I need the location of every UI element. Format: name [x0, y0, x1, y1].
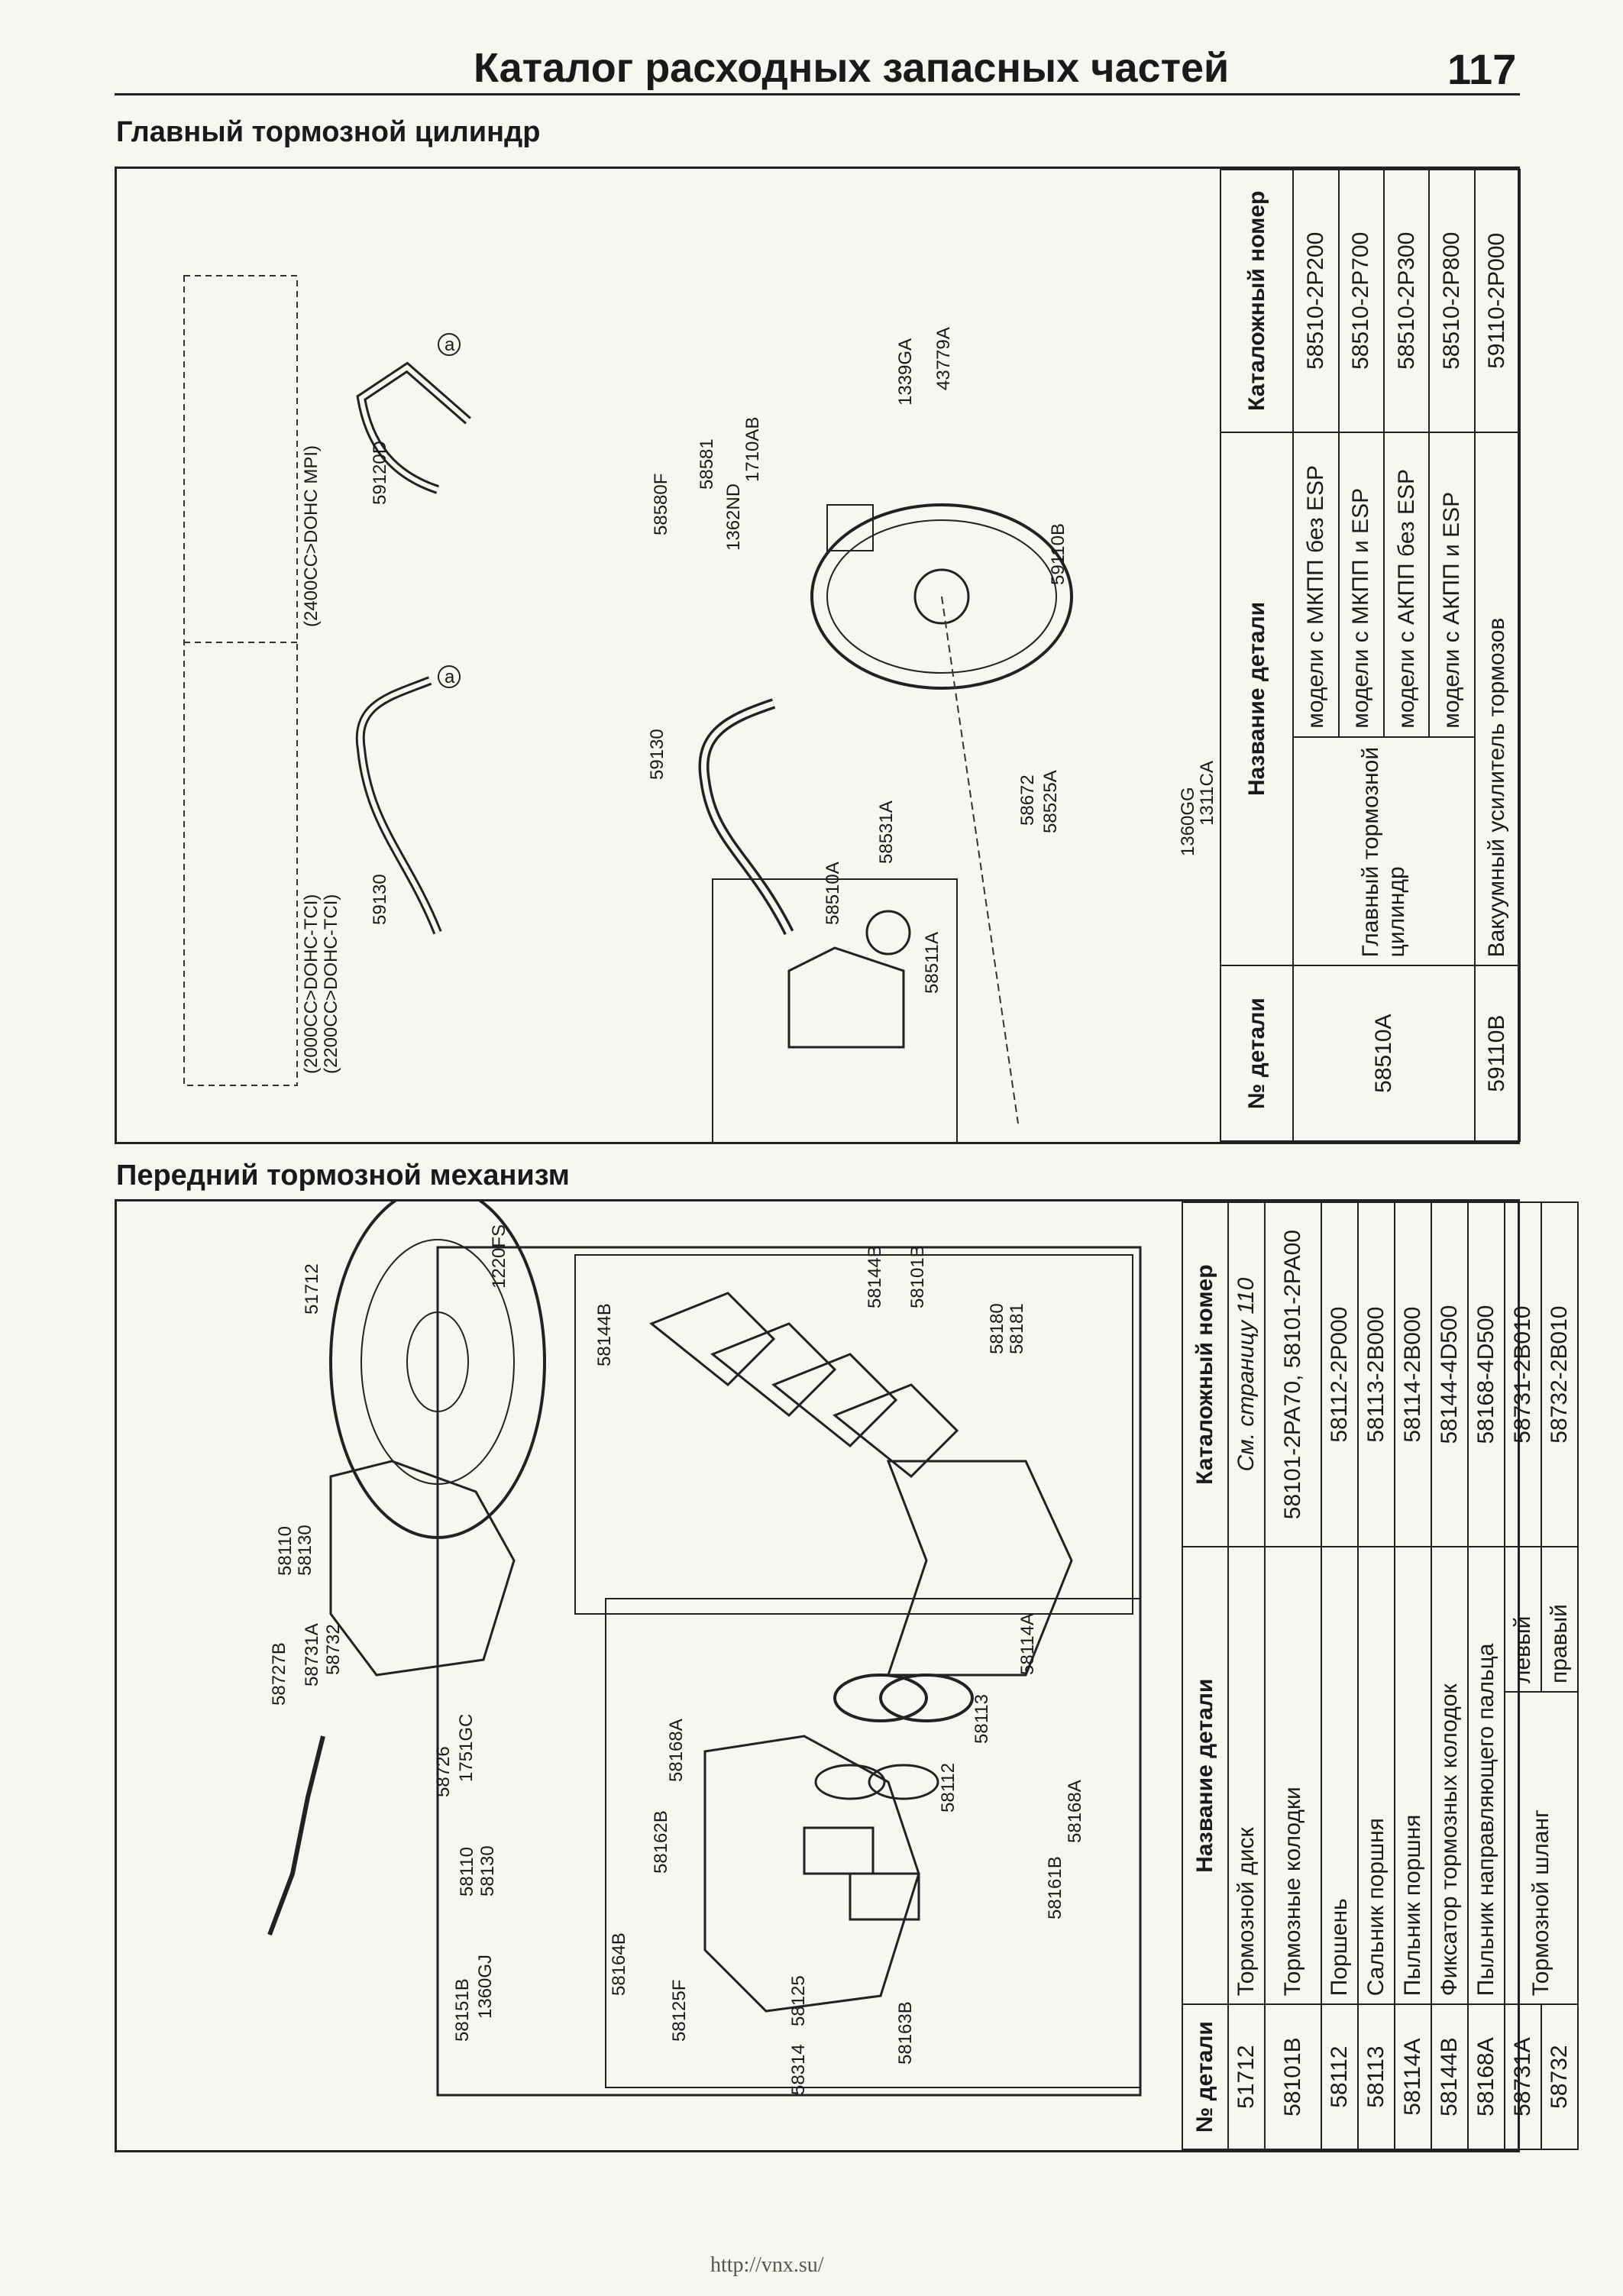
- front-brake-frame: 51712 1220FS 58110 58130 58727B 58731A 5…: [115, 1199, 1578, 2152]
- table-row: 58144B Фиксатор тормозных колодок 58144-…: [1431, 1202, 1468, 2149]
- label-58151B: 58151B: [452, 1978, 473, 2042]
- master-cylinder-table: № детали Название детали Каталожный номе…: [1220, 169, 1521, 1142]
- label-59130: 59130: [370, 874, 390, 925]
- label-58531A: 58531A: [876, 800, 897, 864]
- label-1220FS: 1220FS: [489, 1224, 509, 1289]
- front-brake-table: № детали Название детали Каталожный номе…: [1182, 1201, 1579, 2150]
- col-part-no: № детали: [1220, 965, 1294, 1141]
- ref-a-2: a: [445, 335, 455, 355]
- master-cylinder-diagram: (2000CC>DOHC-TCI) (2200CC>DOHC-TCI) (240…: [183, 275, 1217, 1142]
- table-row: 58101B Тормозные колодки 58101-2PA70, 58…: [1265, 1202, 1321, 2149]
- note-2200cc: (2200CC>DOHC-TCI): [321, 894, 341, 1074]
- page-number: 117: [1447, 45, 1517, 93]
- col-name: Название детали: [1220, 432, 1294, 966]
- label-51712: 51712: [302, 1263, 322, 1315]
- label-58144B-2: 58144B: [865, 1245, 885, 1308]
- master-cylinder-section-title: Главный тормозной цилиндр: [116, 116, 541, 148]
- table-row: 51712 Тормозной диск См. страницу 110: [1228, 1202, 1265, 2149]
- label-43779A: 43779A: [933, 327, 954, 390]
- label-58731A: 58731A: [302, 1623, 322, 1686]
- label-58113: 58113: [972, 1694, 992, 1744]
- master-cylinder-frame: (2000CC>DOHC-TCI) (2200CC>DOHC-TCI) (240…: [115, 167, 1520, 1144]
- label-58727B: 58727B: [269, 1642, 289, 1706]
- label-58732: 58732: [323, 1624, 344, 1675]
- label-1751GC: 1751GC: [456, 1714, 477, 1782]
- label-58101B: 58101B: [907, 1245, 928, 1308]
- label-58726: 58726: [433, 1746, 454, 1797]
- label-58164B: 58164B: [609, 1932, 629, 1996]
- label-58125: 58125: [788, 1975, 809, 2026]
- label-58125F: 58125F: [669, 1980, 690, 2042]
- col-catalog: Каталожный номер: [1220, 170, 1294, 432]
- label-58110-bottom: 58110: [457, 1847, 477, 1897]
- label-58525A: 58525A: [1040, 770, 1061, 833]
- label-58162B: 58162B: [651, 1810, 671, 1874]
- label-58181: 58181: [1007, 1303, 1027, 1354]
- table-row: 58113 Сальник поршня 58113-2B000: [1358, 1202, 1395, 2149]
- label-58161B: 58161B: [1045, 1856, 1065, 1919]
- label-59110B: 59110B: [1048, 523, 1069, 585]
- footer-url: http://vnx.su/: [710, 2253, 824, 2277]
- label-58581: 58581: [697, 438, 717, 490]
- label-58130-bottom: 58130: [477, 1845, 498, 1897]
- label-59130-lower: 59130: [647, 729, 668, 780]
- col-catalog: Каталожный номер: [1182, 1202, 1228, 1547]
- table-row: 58510A Главный тормозной цилиндр модели …: [1293, 170, 1475, 1141]
- label-1362ND: 1362ND: [723, 483, 744, 551]
- label-1360GJ: 1360GJ: [475, 1955, 496, 2019]
- label-58163B: 58163B: [895, 2001, 916, 2065]
- label-58511A: 58511A: [922, 932, 942, 994]
- ref-a-1: a: [445, 667, 455, 687]
- front-brake-section-title: Передний тормозной механизм: [116, 1159, 570, 1192]
- label-58180: 58180: [987, 1303, 1007, 1354]
- table-row: 59110B Вакуумный усилитель тормозов 5911…: [1474, 170, 1520, 1141]
- label-58144B-1: 58144B: [594, 1303, 615, 1366]
- table-row: 58732 правый 58732-2B010: [1541, 1202, 1578, 2149]
- label-58314: 58314: [788, 2044, 809, 2095]
- label-58114A: 58114A: [1017, 1613, 1038, 1675]
- label-59120D: 59120D: [370, 441, 390, 505]
- label-58168A-2: 58168A: [1065, 1780, 1085, 1843]
- label-1339GA: 1339GA: [895, 338, 916, 406]
- table-row: 58114A Пыльник поршня 58114-2B000: [1395, 1202, 1431, 2149]
- front-brake-diagram: 51712 1220FS 58110 58130 58727B 58731A 5…: [267, 1201, 1142, 2097]
- col-part-no: № детали: [1182, 2004, 1228, 2149]
- label-1360GG: 1360GG: [1178, 787, 1198, 856]
- label-58112: 58112: [938, 1763, 959, 1813]
- page-title: Каталог расходных запасных частей: [474, 45, 1230, 91]
- label-58510A: 58510A: [823, 862, 843, 925]
- label-58110-top: 58110: [275, 1526, 296, 1576]
- header-rule: [115, 93, 1520, 95]
- label-58672: 58672: [1017, 774, 1038, 826]
- table-row: 58168A Пыльник направляющего пальца 5816…: [1468, 1202, 1505, 2149]
- col-name: Название детали: [1182, 1547, 1228, 2005]
- label-1311CA: 1311CA: [1197, 761, 1217, 826]
- note-2000cc: (2000CC>DOHC-TCI): [301, 894, 322, 1074]
- table-row: 58731A Тормозной шланг левый 58731-2B010: [1505, 1202, 1578, 2149]
- label-1710AB: 1710AB: [742, 417, 763, 482]
- table-row: 58112 Поршень 58112-2P000: [1321, 1202, 1358, 2149]
- label-58168A-1: 58168A: [666, 1719, 687, 1782]
- label-58580F: 58580F: [651, 474, 671, 535]
- label-58130-top: 58130: [295, 1525, 315, 1576]
- note-2400cc: (2400CC>DOHC MPI): [301, 445, 322, 627]
